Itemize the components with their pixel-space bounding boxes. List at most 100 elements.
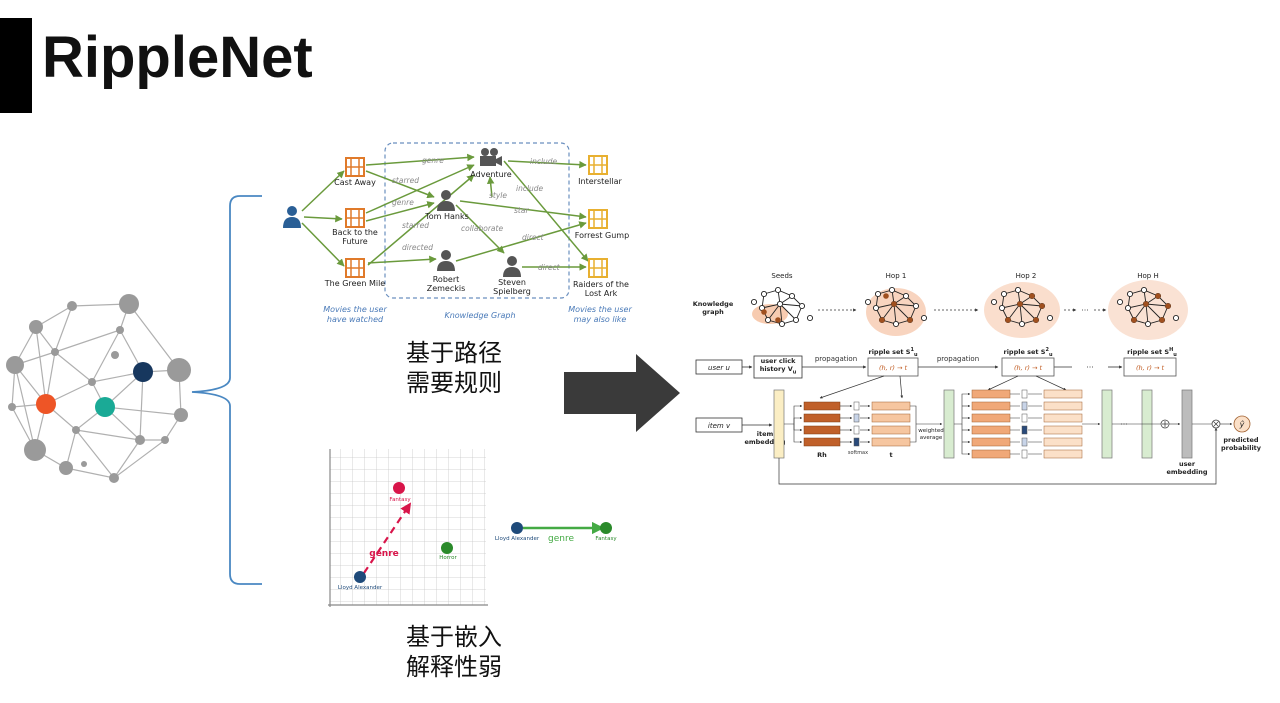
film-icon (588, 258, 608, 278)
kg-node-label: Tom Hanks (424, 212, 469, 221)
horror-point (441, 542, 453, 554)
ripple-set-sub: u (1049, 352, 1053, 358)
ripple-set-sup: H (1169, 347, 1173, 353)
hop-embedding-bar-2 (1101, 389, 1113, 459)
lloyd-point (354, 571, 366, 583)
network-node-dark (133, 362, 153, 382)
kg-node-label: Cast Away (334, 178, 376, 187)
ripple-set-label: ripple set S (868, 348, 910, 356)
kg-node-label: Raiders of the Lost Ark (573, 280, 629, 298)
legend-lloyd-point (511, 522, 523, 534)
kg-edge-label: starred (402, 221, 429, 230)
caption-embed-line2: 解释性弱 (406, 653, 502, 681)
hop-ellipsis: ··· (1120, 420, 1128, 429)
user-embedding-bar (1181, 389, 1193, 459)
item-skip-connection (778, 427, 1218, 485)
click-history-label: user click history V (759, 357, 796, 373)
embedding-grid (330, 449, 486, 605)
film-icon (345, 208, 365, 228)
network-node-orange (36, 394, 56, 414)
propagation-ellipsis: ··· (1086, 363, 1094, 372)
film-icon (588, 155, 608, 175)
ripple-set-sub: u (1173, 352, 1177, 358)
kg-node-label: Forrest Gump (575, 231, 629, 240)
genre-arrow (363, 502, 412, 574)
user-icon (283, 206, 301, 228)
softmax-to-t (860, 404, 871, 444)
genre-label: genre (369, 549, 399, 559)
big-arrow-icon (564, 354, 680, 432)
kg-edge-label: starred (392, 176, 419, 185)
t-bars (871, 401, 911, 447)
ripple-set-label: ripple set S (1127, 348, 1169, 356)
user-embedding-label: user embedding (1166, 460, 1208, 476)
kg-caption-like: Movies the user may also like (568, 305, 632, 324)
hop1-halo (866, 288, 926, 336)
hop2-rh-bars (971, 389, 1011, 459)
product-icon-cross (1213, 421, 1219, 427)
title-accent-bar (0, 18, 32, 113)
person-icon (503, 256, 521, 277)
ripple-set-label: ripple set S (1003, 348, 1045, 356)
t-label: t (889, 451, 892, 459)
rh-bars (803, 401, 841, 447)
sum-icon-cross (1162, 421, 1168, 427)
kg-node-label: Robert Zemeckis (426, 275, 466, 293)
stage-label: Hop 2 (1016, 272, 1037, 280)
kg-edge-labels: genre starred genre starred directed sty… (392, 156, 561, 272)
brace (191, 195, 262, 585)
hrt-labels: (h, r) → t (h, r) → t (h, r) → t (879, 364, 1165, 372)
rh-to-softmax (840, 404, 853, 444)
item-embedding-bar (773, 389, 785, 459)
prediction-node (1233, 415, 1251, 433)
highlighted-entities (761, 293, 1171, 323)
hoph-halo (1108, 280, 1188, 340)
predicted-probability-label: predicted probability (1220, 436, 1262, 452)
ripple-set-sup: 2 (1045, 347, 1049, 353)
weighted-average-label: weighted average (918, 428, 944, 441)
softmax-label: softmax (848, 450, 868, 456)
ripple-set-sub: u (914, 352, 918, 358)
caption-embed: 基于嵌入 解释性弱 (406, 622, 502, 682)
hop2-softmax-cells (1021, 389, 1028, 459)
legend-relation-label: genre (548, 534, 574, 544)
network-illustration (6, 294, 191, 483)
kg-node-label: The Green Mile (324, 279, 386, 288)
slide-title: RippleNet (42, 25, 313, 90)
kg-edge-label: directed (402, 243, 433, 252)
network-nodes (6, 294, 191, 483)
stage-labels: Seeds Hop 1 Hop 2 Hop H (771, 272, 1158, 280)
hop2-halo (984, 282, 1060, 338)
ripple-set-labels: ripple set S1u ripple set S2u ripple set… (868, 347, 1177, 358)
stage-label: Seeds (771, 272, 793, 280)
network-node-teal (95, 397, 115, 417)
caption-path-line2: 需要规则 (406, 369, 502, 397)
hrt-label: (h, r) → t (1136, 364, 1165, 372)
ripple-set-boxes (867, 357, 1177, 377)
kg-node-label: Adventure (470, 170, 511, 179)
svg-text:ripple set S2u: ripple set S2u (1003, 347, 1052, 358)
film-icon (345, 258, 365, 278)
user-label: user u (708, 364, 730, 372)
stage-label: Hop H (1137, 272, 1158, 280)
item-label: item v (708, 422, 731, 430)
propagation-label-2: propagation (937, 355, 979, 363)
softmax-cells (853, 401, 860, 447)
knowledge-graph-diagram: genre starred genre starred directed sty… (283, 142, 632, 324)
person-icon (437, 250, 455, 271)
legend-from-label: Lloyd Alexander (495, 536, 540, 542)
kg-node-label: Steven Spielberg (493, 278, 531, 296)
svg-text:ripple set SHu: ripple set SHu (1127, 347, 1177, 358)
prediction-symbol: ŷ (1239, 420, 1245, 429)
camera-icon (480, 148, 502, 166)
lloyd-label: Lloyd Alexander (338, 585, 383, 591)
film-icon (588, 209, 608, 229)
kg-edges (301, 153, 589, 271)
kg-edge-label: collaborate (461, 224, 503, 233)
item-fanout (784, 404, 803, 444)
caption-embed-line1: 基于嵌入 (406, 623, 502, 651)
hop-embedding-bar-1 (943, 389, 955, 459)
kg-edge-label: include (516, 184, 544, 193)
kg-edge-label: star (514, 206, 529, 215)
fantasy-label: Fantasy (389, 497, 411, 503)
